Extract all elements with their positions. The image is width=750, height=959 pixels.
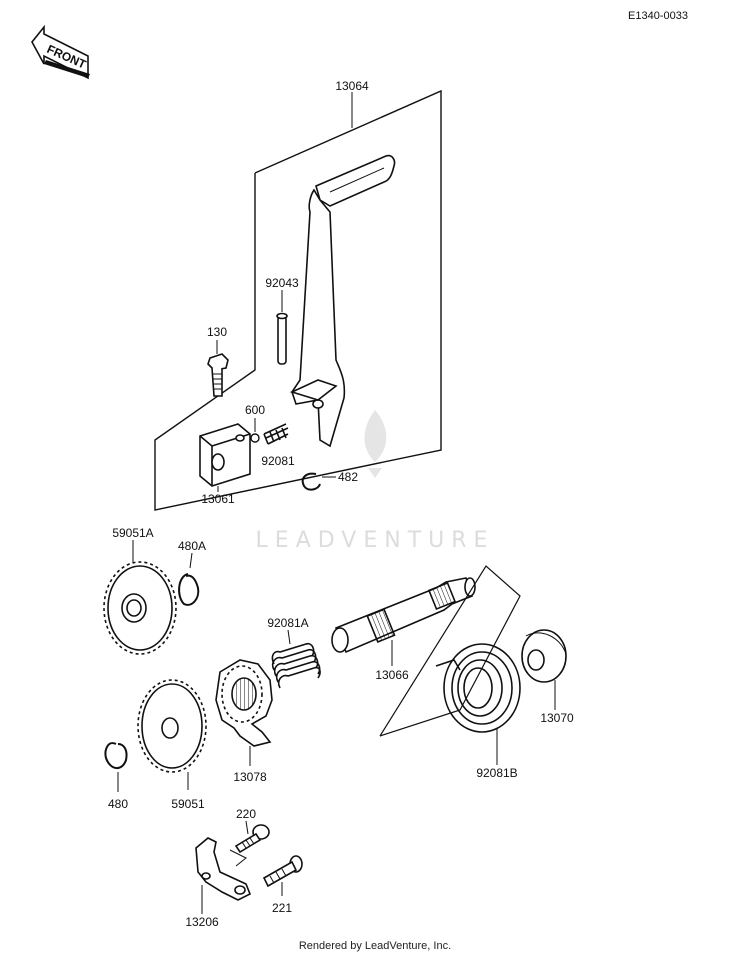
torsion-spring-boundary: [379, 565, 521, 737]
label-221: 221: [272, 901, 292, 915]
footer-credit: Rendered by LeadVenture, Inc.: [298, 940, 452, 952]
label-13078: 13078: [233, 770, 267, 784]
label-13066: 13066: [375, 668, 409, 682]
label-220: 220: [236, 807, 256, 821]
label-92081: 92081: [261, 454, 295, 468]
label-480: 480: [108, 797, 128, 811]
shaft-13066: [331, 577, 476, 654]
label-600: 600: [245, 403, 265, 417]
kick-pedal: [289, 154, 396, 448]
collar-13070: [521, 629, 567, 683]
label-13064: 13064: [335, 79, 369, 93]
circlip-482: [301, 472, 321, 491]
bolt-130: [207, 353, 229, 397]
label-92081b: 92081B: [476, 766, 517, 780]
document-id: E1340-0033: [628, 10, 688, 22]
ratchet-13078: [215, 659, 273, 747]
label-59051: 59051: [171, 797, 205, 811]
clamp-13061: [199, 423, 251, 487]
screw-221: [262, 855, 303, 888]
torsion-spring-92081b: [435, 643, 521, 733]
ball-600: [250, 433, 260, 443]
stopper-13206: [195, 837, 252, 901]
label-92043: 92043: [265, 276, 299, 290]
label-59051a: 59051A: [112, 526, 153, 540]
label-482: 482: [338, 470, 358, 484]
label-130: 130: [207, 325, 227, 339]
circlip-480a: [178, 573, 200, 606]
assembly-boundary: [154, 89, 442, 511]
label-13206: 13206: [185, 915, 219, 929]
label-13061: 13061: [201, 492, 235, 506]
watermark: LEADVENTURE: [256, 410, 495, 553]
spring-92081a: [271, 642, 321, 689]
label-92081a: 92081A: [267, 616, 308, 630]
label-13070: 13070: [540, 711, 574, 725]
label-480a: 480A: [178, 539, 206, 553]
pin-92043: [276, 312, 288, 365]
gear-59051a: [103, 561, 177, 655]
circlip-480: [104, 742, 128, 769]
gear-59051: [137, 679, 207, 773]
spring-92081: [263, 423, 289, 445]
front-arrow-icon: FRONT: [31, 24, 90, 80]
bolt-220: [234, 824, 270, 854]
watermark-text: LEADVENTURE: [256, 528, 495, 553]
